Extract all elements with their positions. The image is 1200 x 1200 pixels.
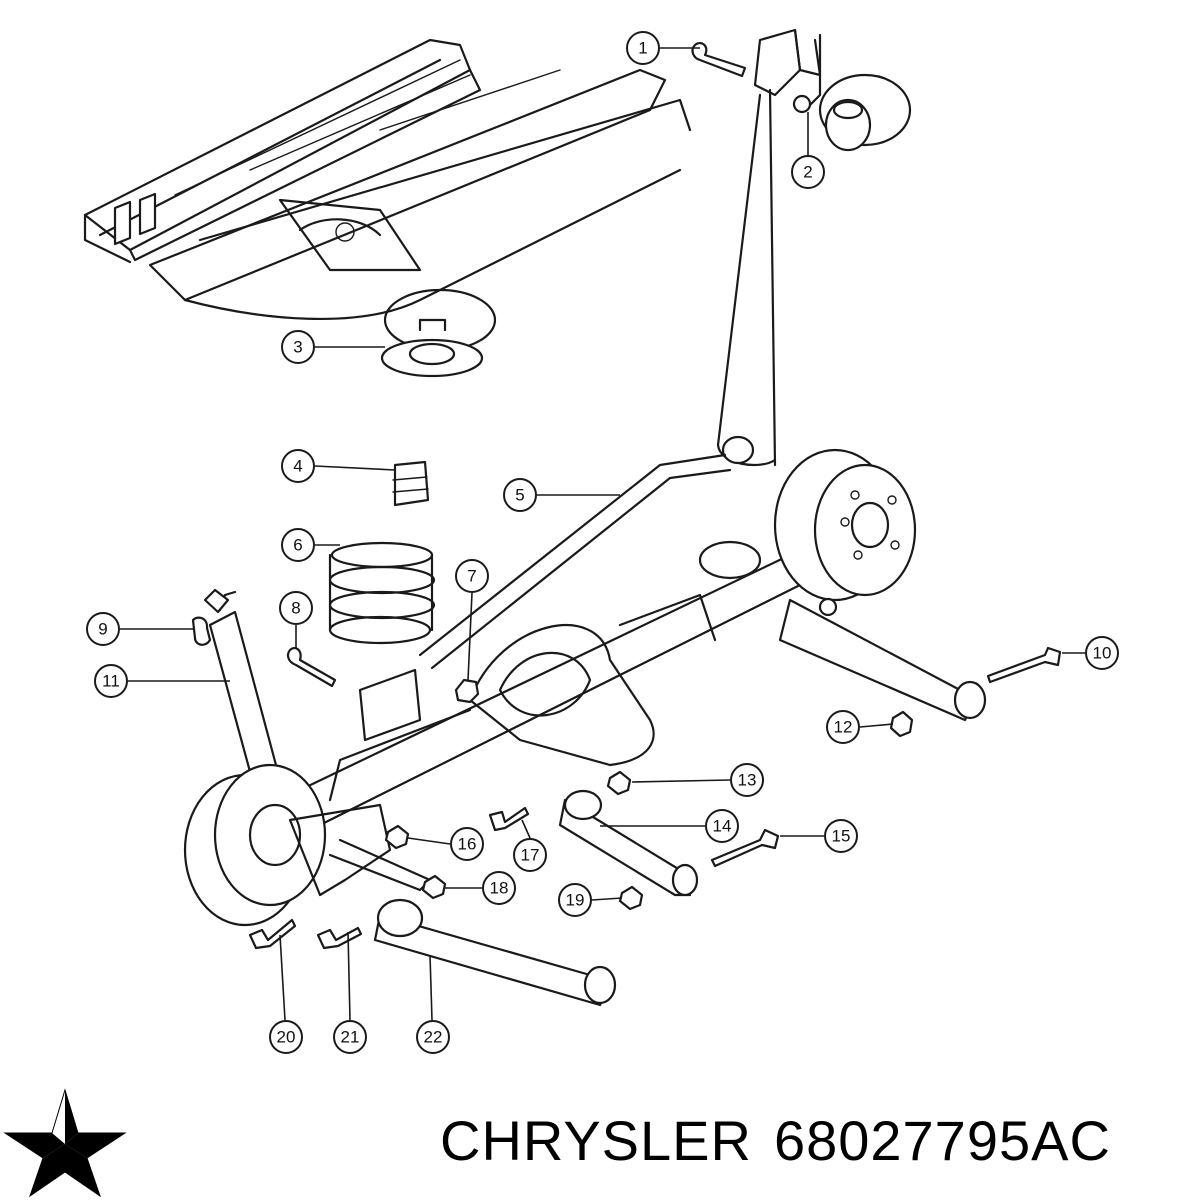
svg-text:7: 7 <box>467 567 476 586</box>
left-brake-drum <box>183 763 327 927</box>
svg-text:12: 12 <box>834 718 853 737</box>
frame-rails <box>83 38 692 321</box>
callout-19: 19 <box>558 883 592 917</box>
svg-text:15: 15 <box>832 827 851 846</box>
svg-text:1: 1 <box>638 39 647 58</box>
svg-text:14: 14 <box>713 817 732 836</box>
callout-4: 4 <box>281 449 315 483</box>
svg-text:4: 4 <box>293 457 302 476</box>
track-bar <box>418 88 777 670</box>
callout-22: 22 <box>416 1020 450 1054</box>
brand-name: CHRYSLER <box>440 1109 752 1172</box>
fasteners <box>248 646 1062 950</box>
lower-control-arm-left <box>373 898 617 1007</box>
svg-text:16: 16 <box>458 835 477 854</box>
upper-spring-seat <box>380 288 497 378</box>
callout-12: 12 <box>826 710 860 744</box>
callout-21: 21 <box>333 1020 367 1054</box>
leader-lines <box>120 47 1085 1021</box>
upper-control-arm-right <box>778 597 987 722</box>
callout-2: 2 <box>791 155 825 189</box>
callout-15: 15 <box>824 819 858 853</box>
callout-13: 13 <box>730 763 764 797</box>
part-number: 68027795AC <box>773 1109 1111 1172</box>
svg-text:5: 5 <box>515 486 524 505</box>
svg-text:20: 20 <box>277 1028 296 1047</box>
callout-6: 6 <box>281 528 315 562</box>
svg-text:21: 21 <box>341 1028 360 1047</box>
callout-20: 20 <box>269 1020 303 1054</box>
svg-text:9: 9 <box>98 620 107 639</box>
lower-control-arm-right <box>558 789 699 897</box>
svg-text:18: 18 <box>490 879 509 898</box>
callout-3: 3 <box>281 330 315 364</box>
callout-9: 9 <box>86 612 120 646</box>
callout-18: 18 <box>482 871 516 905</box>
rear-suspension-diagram: 1 2 3 4 5 6 7 8 9 10 11 12 13 14 15 16 1… <box>83 28 1119 1054</box>
axle-housing <box>256 540 802 832</box>
callout-5: 5 <box>503 478 537 512</box>
svg-text:22: 22 <box>424 1028 443 1047</box>
callout-10: 10 <box>1085 636 1119 670</box>
callout-17: 17 <box>513 838 547 872</box>
svg-text:19: 19 <box>566 891 585 910</box>
svg-text:17: 17 <box>521 846 540 865</box>
coil-spring <box>328 541 436 645</box>
right-brake-drum <box>773 448 917 602</box>
chrysler-pentastar-icon <box>3 1088 127 1198</box>
jounce-bumper <box>392 460 430 507</box>
svg-text:3: 3 <box>293 338 302 357</box>
callout-16: 16 <box>450 827 484 861</box>
track-bar-bracket <box>691 28 912 152</box>
svg-text:11: 11 <box>102 672 120 691</box>
svg-text:13: 13 <box>738 771 757 790</box>
callout-7: 7 <box>455 559 489 593</box>
part-caption: CHRYSLER 68027795AC <box>440 1108 1133 1173</box>
callout-11: 11 <box>94 664 128 698</box>
callout-14: 14 <box>705 809 739 843</box>
callout-8: 8 <box>279 591 313 625</box>
callout-1: 1 <box>626 31 660 65</box>
svg-text:8: 8 <box>291 599 300 618</box>
svg-text:2: 2 <box>803 163 812 182</box>
svg-text:6: 6 <box>293 536 302 555</box>
svg-text:10: 10 <box>1093 644 1112 663</box>
